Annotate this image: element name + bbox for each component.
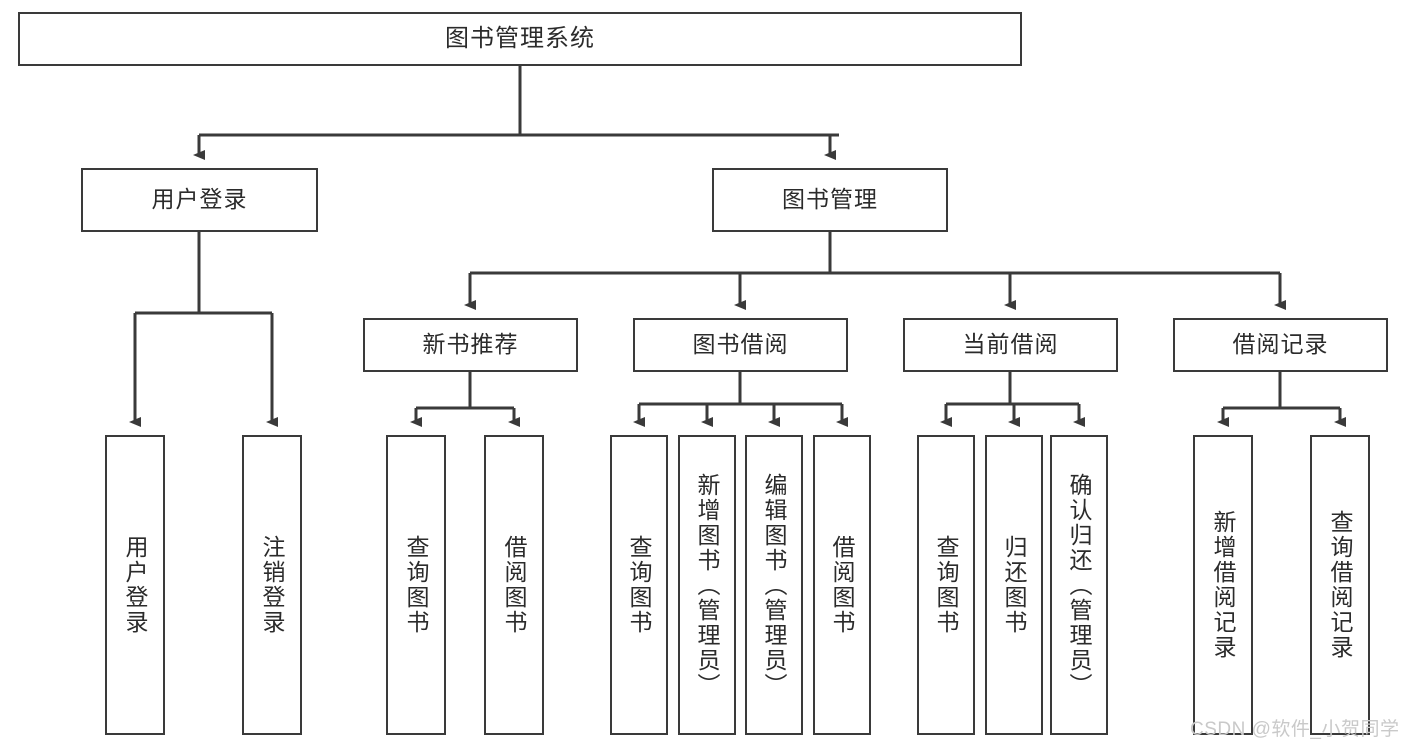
node-book-management-label: 图书管理 <box>782 186 878 213</box>
leaf-search-book-current-label: 查询图书 <box>933 535 960 635</box>
leaf-edit-book-admin-label: 编辑图书（管理员） <box>761 472 788 698</box>
leaf-borrow-book-label: 借阅图书 <box>829 535 856 635</box>
node-book-borrow[interactable]: 图书借阅 <box>633 318 848 372</box>
leaf-confirm-return-admin-label: 确认归还（管理员） <box>1066 472 1093 698</box>
leaf-search-book-recommend[interactable]: 查询图书 <box>386 435 446 735</box>
node-current-borrow-label: 当前借阅 <box>962 331 1059 358</box>
leaf-add-borrow-record-label: 新增借阅记录 <box>1210 510 1237 660</box>
leaf-add-borrow-record[interactable]: 新增借阅记录 <box>1193 435 1253 735</box>
leaf-add-book-admin-label: 新增图书（管理员） <box>694 472 721 698</box>
leaf-user-logout-label: 注销登录 <box>259 535 286 635</box>
leaf-user-login[interactable]: 用户登录 <box>105 435 165 735</box>
leaf-confirm-return-admin[interactable]: 确认归还（管理员） <box>1050 435 1108 735</box>
node-current-borrow[interactable]: 当前借阅 <box>903 318 1118 372</box>
leaf-return-book-label: 归还图书 <box>1001 535 1028 635</box>
leaf-add-book-admin[interactable]: 新增图书（管理员） <box>678 435 736 735</box>
node-root[interactable]: 图书管理系统 <box>18 12 1022 66</box>
node-book-borrow-label: 图书借阅 <box>692 331 789 358</box>
leaf-search-borrow-record-label: 查询借阅记录 <box>1327 510 1354 660</box>
leaf-borrow-book[interactable]: 借阅图书 <box>813 435 871 735</box>
leaf-search-book-current[interactable]: 查询图书 <box>917 435 975 735</box>
node-root-label: 图书管理系统 <box>445 24 595 52</box>
node-user-login-label: 用户登录 <box>151 186 248 213</box>
leaf-borrow-book-recommend[interactable]: 借阅图书 <box>484 435 544 735</box>
leaf-borrow-book-recommend-label: 借阅图书 <box>501 535 528 635</box>
node-new-book-recommend[interactable]: 新书推荐 <box>363 318 578 372</box>
node-borrow-record-label: 借阅记录 <box>1232 331 1329 358</box>
leaf-user-login-label: 用户登录 <box>122 535 149 635</box>
node-borrow-record[interactable]: 借阅记录 <box>1173 318 1388 372</box>
leaf-return-book[interactable]: 归还图书 <box>985 435 1043 735</box>
node-user-login[interactable]: 用户登录 <box>81 168 318 232</box>
leaf-edit-book-admin[interactable]: 编辑图书（管理员） <box>745 435 803 735</box>
node-book-management[interactable]: 图书管理 <box>712 168 948 232</box>
leaf-search-book-borrow[interactable]: 查询图书 <box>610 435 668 735</box>
leaf-search-book-borrow-label: 查询图书 <box>626 535 653 635</box>
watermark: CSDN @软件_小贺同学 <box>1190 719 1400 740</box>
leaf-search-borrow-record[interactable]: 查询借阅记录 <box>1310 435 1370 735</box>
node-new-book-recommend-label: 新书推荐 <box>422 331 519 358</box>
leaf-search-book-recommend-label: 查询图书 <box>403 535 430 635</box>
leaf-user-logout[interactable]: 注销登录 <box>242 435 302 735</box>
